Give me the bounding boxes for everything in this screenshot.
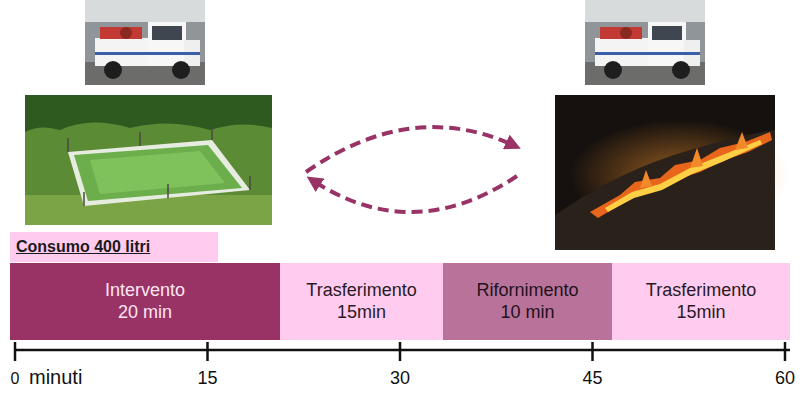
consumption-box: Consumo 400 litri (10, 232, 218, 262)
time-axis-part (591, 342, 594, 361)
water-reservoir-photo-part-part (211, 126, 213, 140)
fire-truck-photo-part (85, 0, 205, 85)
water-reservoir-photo-part-part (67, 138, 69, 152)
segment-title: Trasferimento (306, 280, 416, 302)
tick-label: 60 (775, 368, 795, 389)
timeline-segment: Rifornimento10 min (443, 263, 612, 340)
cycle-arrow (306, 127, 517, 212)
fire-truck-photo-part (604, 61, 622, 79)
tick-label: 30 (390, 368, 410, 389)
fire-truck-photo-part (172, 61, 190, 79)
tick-label: 15 (197, 368, 217, 389)
fire-truck-photo (585, 0, 705, 85)
time-axis-part (399, 342, 402, 361)
fire-truck-photo-part (148, 22, 186, 66)
wildfire-photo (555, 95, 790, 250)
time-axis-part (14, 342, 17, 361)
wildfire-photo-part (640, 132, 748, 188)
fire-truck-photo-part (648, 22, 686, 66)
segment-duration: 20 min (118, 302, 172, 324)
segment-title: Trasferimento (646, 280, 756, 302)
water-reservoir-photo-part-part (167, 184, 169, 198)
time-axis (15, 342, 790, 361)
fire-truck-photo-part (100, 27, 142, 39)
water-reservoir-photo-part-part (249, 176, 251, 190)
timeline-segment: Intervento20 min (10, 263, 280, 340)
fire-truck-photo-part (120, 27, 132, 39)
fire-truck-photo (85, 0, 205, 85)
time-axis-part (206, 342, 209, 361)
wildfire-photo-part (555, 130, 775, 250)
water-reservoir-photo-part (68, 126, 250, 206)
segment-duration: 15min (337, 302, 386, 324)
water-reservoir-photo (25, 95, 272, 225)
timeline-segment: Trasferimento15min (280, 263, 443, 340)
fire-truck-photo-part (104, 61, 122, 79)
cycle-arrow-part (306, 127, 515, 172)
segment-title: Consumo 400 litri (16, 237, 150, 256)
segment-title: Rifornimento (476, 280, 578, 302)
water-reservoir-photo-part (90, 151, 225, 194)
fire-truck-photo-part (585, 0, 705, 22)
segment-title: Intervento (105, 280, 185, 302)
water-reservoir-photo-part (25, 95, 272, 225)
time-axis-part (15, 349, 790, 352)
fire-truck-photo-part (620, 27, 632, 39)
tick-label: 45 (582, 368, 602, 389)
water-reservoir-photo-part-part (83, 192, 85, 206)
axis-unit: minuti (29, 366, 82, 389)
segment-duration: 15min (676, 302, 725, 324)
wildfire-photo-part (605, 140, 762, 212)
fire-truck-photo-part (672, 61, 690, 79)
time-axis-part (784, 342, 787, 361)
fire-truck-photo-part (652, 26, 682, 40)
wildfire-photo-part (590, 132, 772, 218)
fire-truck-photo-part (152, 26, 182, 40)
water-reservoir-photo-part-part (139, 132, 141, 146)
fire-truck-photo-part (95, 52, 200, 55)
segment-duration: 10 min (500, 302, 554, 324)
water-reservoir-photo-part (25, 95, 272, 132)
fire-truck-photo-part (85, 0, 205, 22)
fire-truck-photo-part (600, 27, 642, 39)
water-reservoir-photo-part (68, 140, 250, 206)
timeline-segment: Trasferimento15min (612, 263, 790, 340)
cycle-arrow-part (312, 176, 517, 212)
water-reservoir-photo-part (74, 145, 242, 201)
fire-truck-photo-part (585, 0, 705, 85)
fire-truck-photo-part (595, 52, 700, 55)
tick-label: 0 (11, 370, 20, 388)
